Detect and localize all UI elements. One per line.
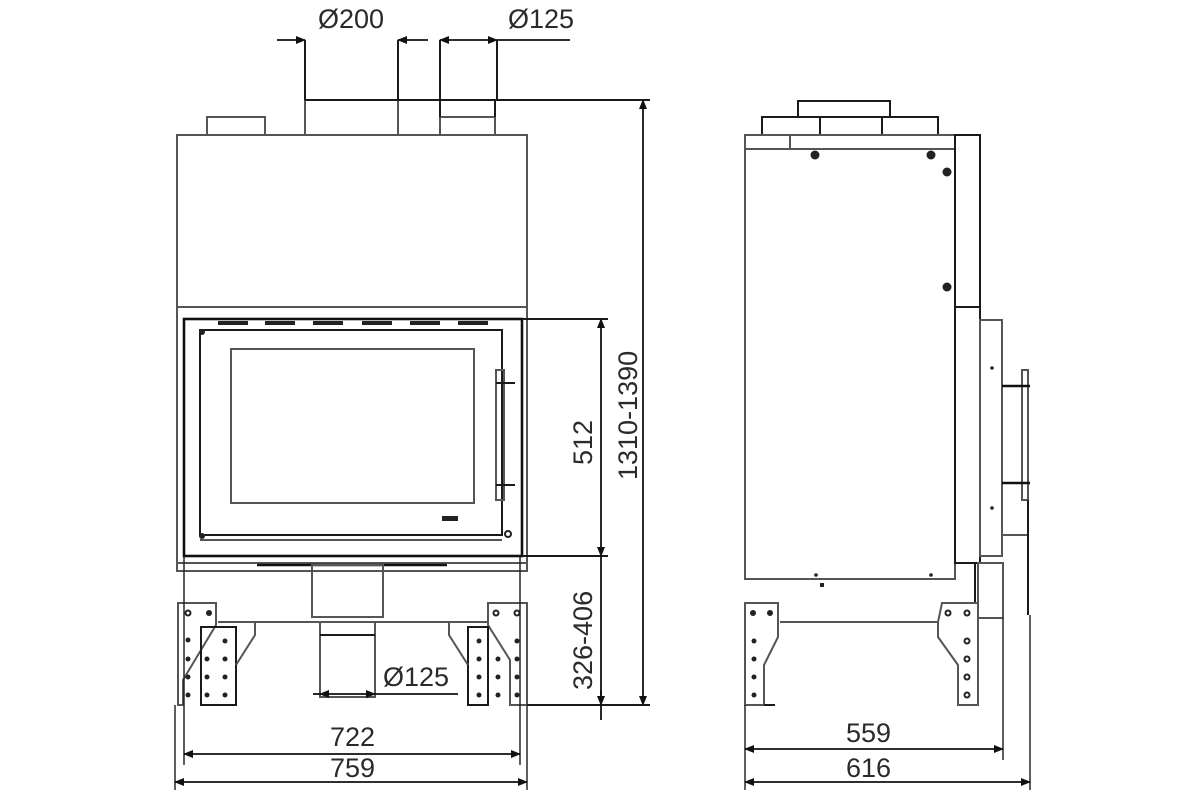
brand-logo — [442, 516, 458, 521]
air-inlet-diameter-label: Ø125 — [383, 662, 450, 692]
ash-box-panel — [311, 564, 384, 618]
front-left-foot — [177, 602, 256, 706]
front-right-foot — [448, 602, 528, 706]
side-dimension-lines — [744, 615, 1031, 790]
air-inlet-pipe — [319, 621, 376, 698]
door-height-label: 512 — [568, 419, 598, 465]
base-height-label: 326-406 — [568, 590, 598, 690]
overall-depth-label: 616 — [846, 753, 892, 783]
flue-diameter-label: Ø200 — [318, 4, 385, 34]
overall-width-label: 759 — [330, 753, 376, 783]
top-vent-strips — [218, 321, 488, 325]
side-front-foot — [937, 602, 979, 706]
door-edge — [979, 319, 1003, 557]
side-handle — [1021, 369, 1029, 501]
front-view — [176, 99, 528, 706]
front-panel-upper — [954, 134, 981, 308]
air-outlet-collar — [439, 116, 496, 136]
body-depth-label: 559 — [846, 718, 892, 748]
body-width-label: 722 — [330, 722, 376, 752]
hood-panel — [176, 134, 528, 308]
total-height-label: 1310-1390 — [613, 350, 643, 480]
side-flue-collar — [797, 100, 891, 118]
door-handle — [495, 369, 505, 501]
side-body — [744, 148, 956, 580]
front-left-collar — [206, 116, 266, 136]
door-frame — [182, 317, 524, 558]
air-outlet-diameter-label: Ø125 — [508, 4, 575, 34]
glass-window — [230, 348, 475, 504]
front-dimension-lines — [174, 36, 650, 790]
door-profile — [954, 306, 981, 564]
side-view — [744, 100, 1030, 706]
door-panel — [199, 329, 503, 536]
flue-outlet-collar — [304, 99, 399, 136]
side-rear-foot — [744, 602, 779, 706]
